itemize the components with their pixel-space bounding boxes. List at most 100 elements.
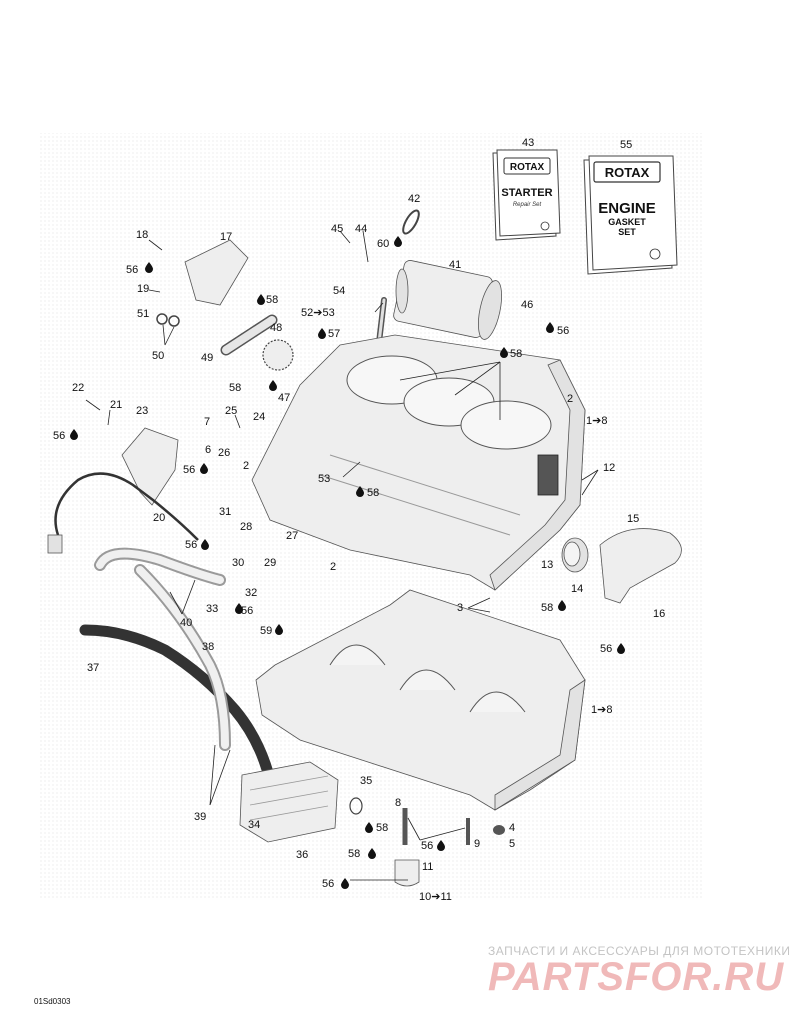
callout-label: 50 bbox=[152, 350, 164, 362]
callout-label: 15 bbox=[627, 513, 639, 525]
hose-37-illustration bbox=[79, 624, 276, 786]
starter-gear-illustration bbox=[262, 339, 294, 371]
callout-label: 56 bbox=[185, 539, 197, 551]
callout-label: 41 bbox=[449, 259, 461, 271]
callout-label: 54 bbox=[333, 285, 345, 297]
callout-label: 58 bbox=[541, 602, 553, 614]
callout-label: 20 bbox=[153, 512, 165, 524]
callout-label: 56 bbox=[421, 840, 433, 852]
callout-label: 9 bbox=[474, 838, 480, 850]
oil-drop-icon bbox=[70, 429, 78, 440]
oil-drop-icon bbox=[437, 840, 445, 851]
callout-label: 60 bbox=[377, 238, 389, 250]
callout-label: 55 bbox=[620, 139, 632, 151]
callout-label: 58 bbox=[367, 487, 379, 499]
oil-drop-icon bbox=[201, 539, 209, 550]
plug-4-illustration bbox=[493, 825, 505, 835]
oil-drop-icon bbox=[356, 486, 364, 497]
callout-labels: 43 55 42 45 44 60 18 17 56 19 41 54 58 4… bbox=[53, 137, 665, 903]
callout-label: 13 bbox=[541, 559, 553, 571]
callout-label: 57 bbox=[328, 328, 340, 340]
callout-label: 56 bbox=[53, 430, 65, 442]
callout-label: 49 bbox=[201, 352, 213, 364]
callout-label: 39 bbox=[194, 811, 206, 823]
callout-label: 28 bbox=[240, 521, 252, 533]
callout-label: 1➔8 bbox=[586, 415, 607, 427]
callout-label: 35 bbox=[360, 775, 372, 787]
callout-label: 16 bbox=[653, 608, 665, 620]
callout-label: 38 bbox=[202, 641, 214, 653]
callout-label: 30 bbox=[232, 557, 244, 569]
starter-motor-illustration bbox=[393, 260, 503, 340]
callout-label: 52➔53 bbox=[301, 307, 335, 319]
callout-label: 4 bbox=[509, 822, 515, 834]
oil-drop-icon bbox=[200, 463, 208, 474]
oil-drop-icon bbox=[368, 848, 376, 859]
callout-label: 32 bbox=[245, 587, 257, 599]
callout-label: 33 bbox=[206, 603, 218, 615]
diagram-code: 01Sd0303 bbox=[34, 997, 71, 1006]
callout-label: 31 bbox=[219, 506, 231, 518]
callout-label: 34 bbox=[248, 819, 260, 831]
bracket-23-illustration bbox=[121, 427, 179, 506]
callout-label: 58 bbox=[376, 822, 388, 834]
lower-crankcase-illustration bbox=[255, 589, 586, 811]
oil-drop-icon bbox=[558, 600, 566, 611]
starter-kit-title: STARTER bbox=[501, 187, 552, 199]
callout-label: 2 bbox=[330, 561, 336, 573]
watermark-logo: PARTSFOR.RU bbox=[488, 955, 785, 999]
oil-drop-icon bbox=[235, 603, 243, 614]
brp-logo-icon bbox=[540, 221, 550, 231]
callout-label: 42 bbox=[408, 193, 420, 205]
callout-label: 2 bbox=[567, 393, 573, 405]
oil-drop-icon bbox=[546, 322, 554, 333]
starter-kit-brand: ROTAX bbox=[510, 162, 545, 173]
callout-label: 26 bbox=[218, 447, 230, 459]
callout-label: 22 bbox=[72, 382, 84, 394]
oil-drop-icon bbox=[269, 380, 277, 391]
callout-label: 48 bbox=[270, 322, 282, 334]
callout-label: 3 bbox=[457, 602, 463, 614]
callout-label: 56 bbox=[557, 325, 569, 337]
brp-logo-icon bbox=[649, 248, 661, 260]
oring-35-illustration bbox=[349, 797, 363, 815]
callout-label: 59 bbox=[260, 625, 272, 637]
oil-drop-icon bbox=[617, 643, 625, 654]
callout-label: 5 bbox=[509, 838, 515, 850]
plug-14-illustration bbox=[561, 537, 589, 573]
oil-drop-icon bbox=[318, 328, 326, 339]
callout-label: 40 bbox=[180, 617, 192, 629]
callout-label: 44 bbox=[355, 223, 367, 235]
engine-gasket-kit-illustration: ROTAX ENGINE GASKET SET bbox=[583, 155, 678, 275]
bracket-17-illustration bbox=[184, 239, 249, 306]
callout-label: 14 bbox=[571, 583, 583, 595]
oil-drop-icon bbox=[145, 262, 153, 273]
leader-lines bbox=[85, 230, 599, 881]
callout-label: 1➔8 bbox=[591, 704, 612, 716]
callout-label: 10➔11 bbox=[419, 891, 452, 903]
oil-drop-icon bbox=[275, 624, 283, 635]
sensor-connector-illustration bbox=[47, 534, 63, 554]
callout-label: 56 bbox=[126, 264, 138, 276]
callout-label: 18 bbox=[136, 229, 148, 241]
starter-repair-kit-illustration: ROTAX STARTER Repair Set bbox=[492, 149, 561, 241]
callout-label: 53 bbox=[318, 473, 330, 485]
callout-label: 27 bbox=[286, 530, 298, 542]
oil-drop-icons bbox=[70, 236, 625, 889]
callout-label: 29 bbox=[264, 557, 276, 569]
watermark-tagline: ЗАПЧАСТИ И АКСЕССУАРЫ ДЛЯ МОТОТЕХНИКИ bbox=[488, 944, 791, 958]
callout-label: 56 bbox=[322, 878, 334, 890]
oil-drop-icon bbox=[365, 822, 373, 833]
callout-label: 7 bbox=[204, 416, 210, 428]
callout-label: 36 bbox=[296, 849, 308, 861]
gasket-kit-brand: ROTAX bbox=[605, 165, 650, 180]
callout-label: 46 bbox=[521, 299, 533, 311]
callout-label: 24 bbox=[253, 411, 265, 423]
callout-label: 25 bbox=[225, 405, 237, 417]
callout-label: 8 bbox=[395, 797, 401, 809]
upper-crankcase-illustration bbox=[251, 334, 586, 591]
callout-label: 21 bbox=[110, 399, 122, 411]
callout-label: 43 bbox=[522, 137, 534, 149]
callout-label: 58 bbox=[229, 382, 241, 394]
